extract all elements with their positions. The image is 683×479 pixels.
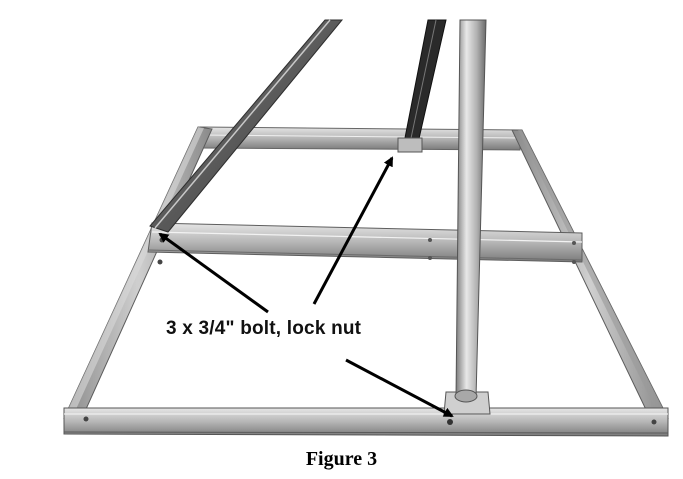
arrow-to-left-bolt: [158, 232, 269, 314]
left-diagonal-strut: [149, 19, 344, 233]
frame-front-rail: [63, 407, 669, 437]
frame-right-rail: [511, 129, 669, 419]
mast-pipe: [454, 19, 487, 403]
arrow-to-top-bolt: [312, 156, 394, 305]
figure-caption: Figure 3: [305, 448, 378, 470]
arrow-to-front-bolt: [345, 358, 454, 418]
frame-left-rail: [63, 126, 213, 419]
bolt-callout-label: 3 x 3/4" bolt, lock nut: [166, 318, 362, 339]
center-dark-strut: [397, 19, 447, 153]
frame-middle-rail: [147, 222, 583, 265]
